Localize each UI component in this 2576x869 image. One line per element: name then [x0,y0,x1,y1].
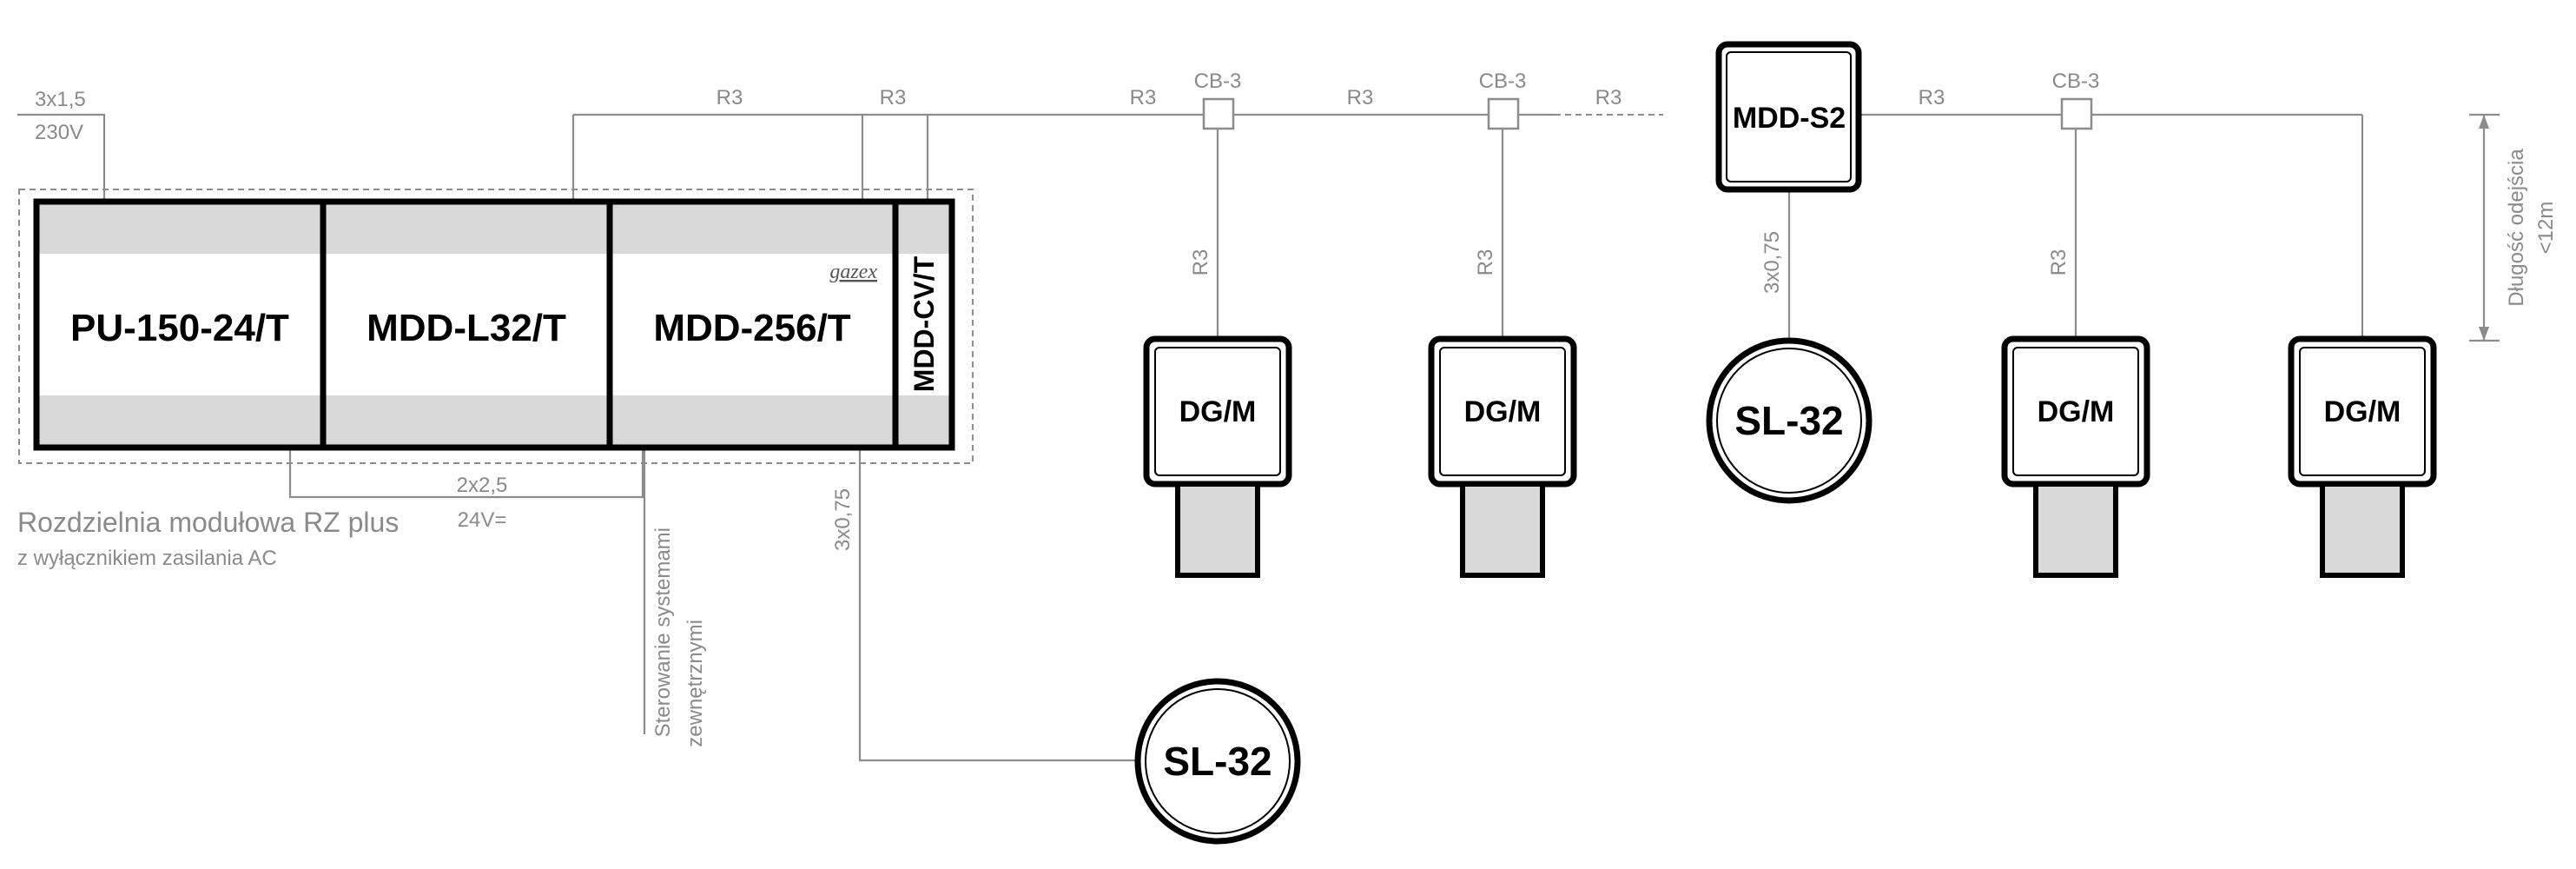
power-cable-label: 3x1,5 [35,88,86,111]
cabinet-subcaption: z wyłącznikiem zasilania AC [17,547,277,570]
bus-segment-label: R3 [880,86,907,109]
sounder-local-label: SL-32 [1163,739,1271,784]
detector-label: DG/M [2324,395,2401,428]
drop-cable-label: R3 [2047,249,2071,276]
splitter-cable-label: 3x0,75 [1760,231,1784,294]
module-l32-label: MDD-L32/T [367,307,566,349]
detector-1: DG/M [1143,335,1292,578]
detector-label: DG/M [1464,395,1542,428]
external-control-line1: Sterowanie systemami [651,527,675,737]
bus-segment-label: R3 [1919,86,1945,109]
bus-segment-label: R3 [1595,86,1622,109]
detector-label: DG/M [2038,395,2115,428]
cabinet-caption: Rozdzielnia modułowa RZ plus [17,507,399,538]
module-psu-label: PU-150-24/T [70,307,289,349]
internal-voltage-label: 24V= [458,508,507,532]
junction-label: CB-3 [2052,70,2100,93]
junction-box-2 [1487,97,1520,130]
bus-segment-label: R3 [717,86,743,109]
dimension-label: Długość odejścia [2505,149,2528,307]
junction-box-3 [2060,97,2093,130]
sounder-cable-label: 3x0,75 [831,488,855,551]
module-256-label: MDD-256/T [653,307,850,349]
junction-boxes [1202,97,2093,130]
splitter-module: MDD-S2 [1715,41,1862,193]
internal-cable-label: 2x2,5 [457,474,508,497]
junction-label: CB-3 [1479,70,1527,93]
sounder-local: SL-32 [1134,678,1301,845]
bus-segment-label: R3 [1130,86,1157,109]
annotations: 3x1,5 230V R3 R3 R3 R3 R3 R3 CB-3 CB-3 C… [17,70,2558,747]
bus-segment-label: R3 [1347,86,1374,109]
sounder-remote: SL-32 [1706,337,1873,504]
junction-box-1 [1202,97,1235,130]
external-control-line2: zewnętrznymi [684,620,707,747]
module-cv-label: MDD-CV/T [908,255,940,392]
detector-2: DG/M [1428,335,1577,578]
power-voltage-label: 230V [35,121,83,144]
detector-4: DG/M [2288,335,2437,578]
drop-cable-label: R3 [1189,249,1212,276]
junction-label: CB-3 [1194,70,1242,93]
splitter-label: MDD-S2 [1733,102,1846,135]
sounder-remote-label: SL-32 [1734,398,1843,443]
brand-logo: gazex [829,261,877,283]
detector-3: DG/M [2001,335,2150,578]
wiring-lines [17,113,2500,762]
cabinet-outline [18,189,974,464]
dimension-value: <12m [2534,202,2558,255]
drop-cable-label: R3 [1474,249,1497,276]
detector-label: DG/M [1179,395,1257,428]
distribution-cabinet: PU-150-24/T MDD-L32/T MDD-256/T MDD-CV/T… [18,189,974,464]
